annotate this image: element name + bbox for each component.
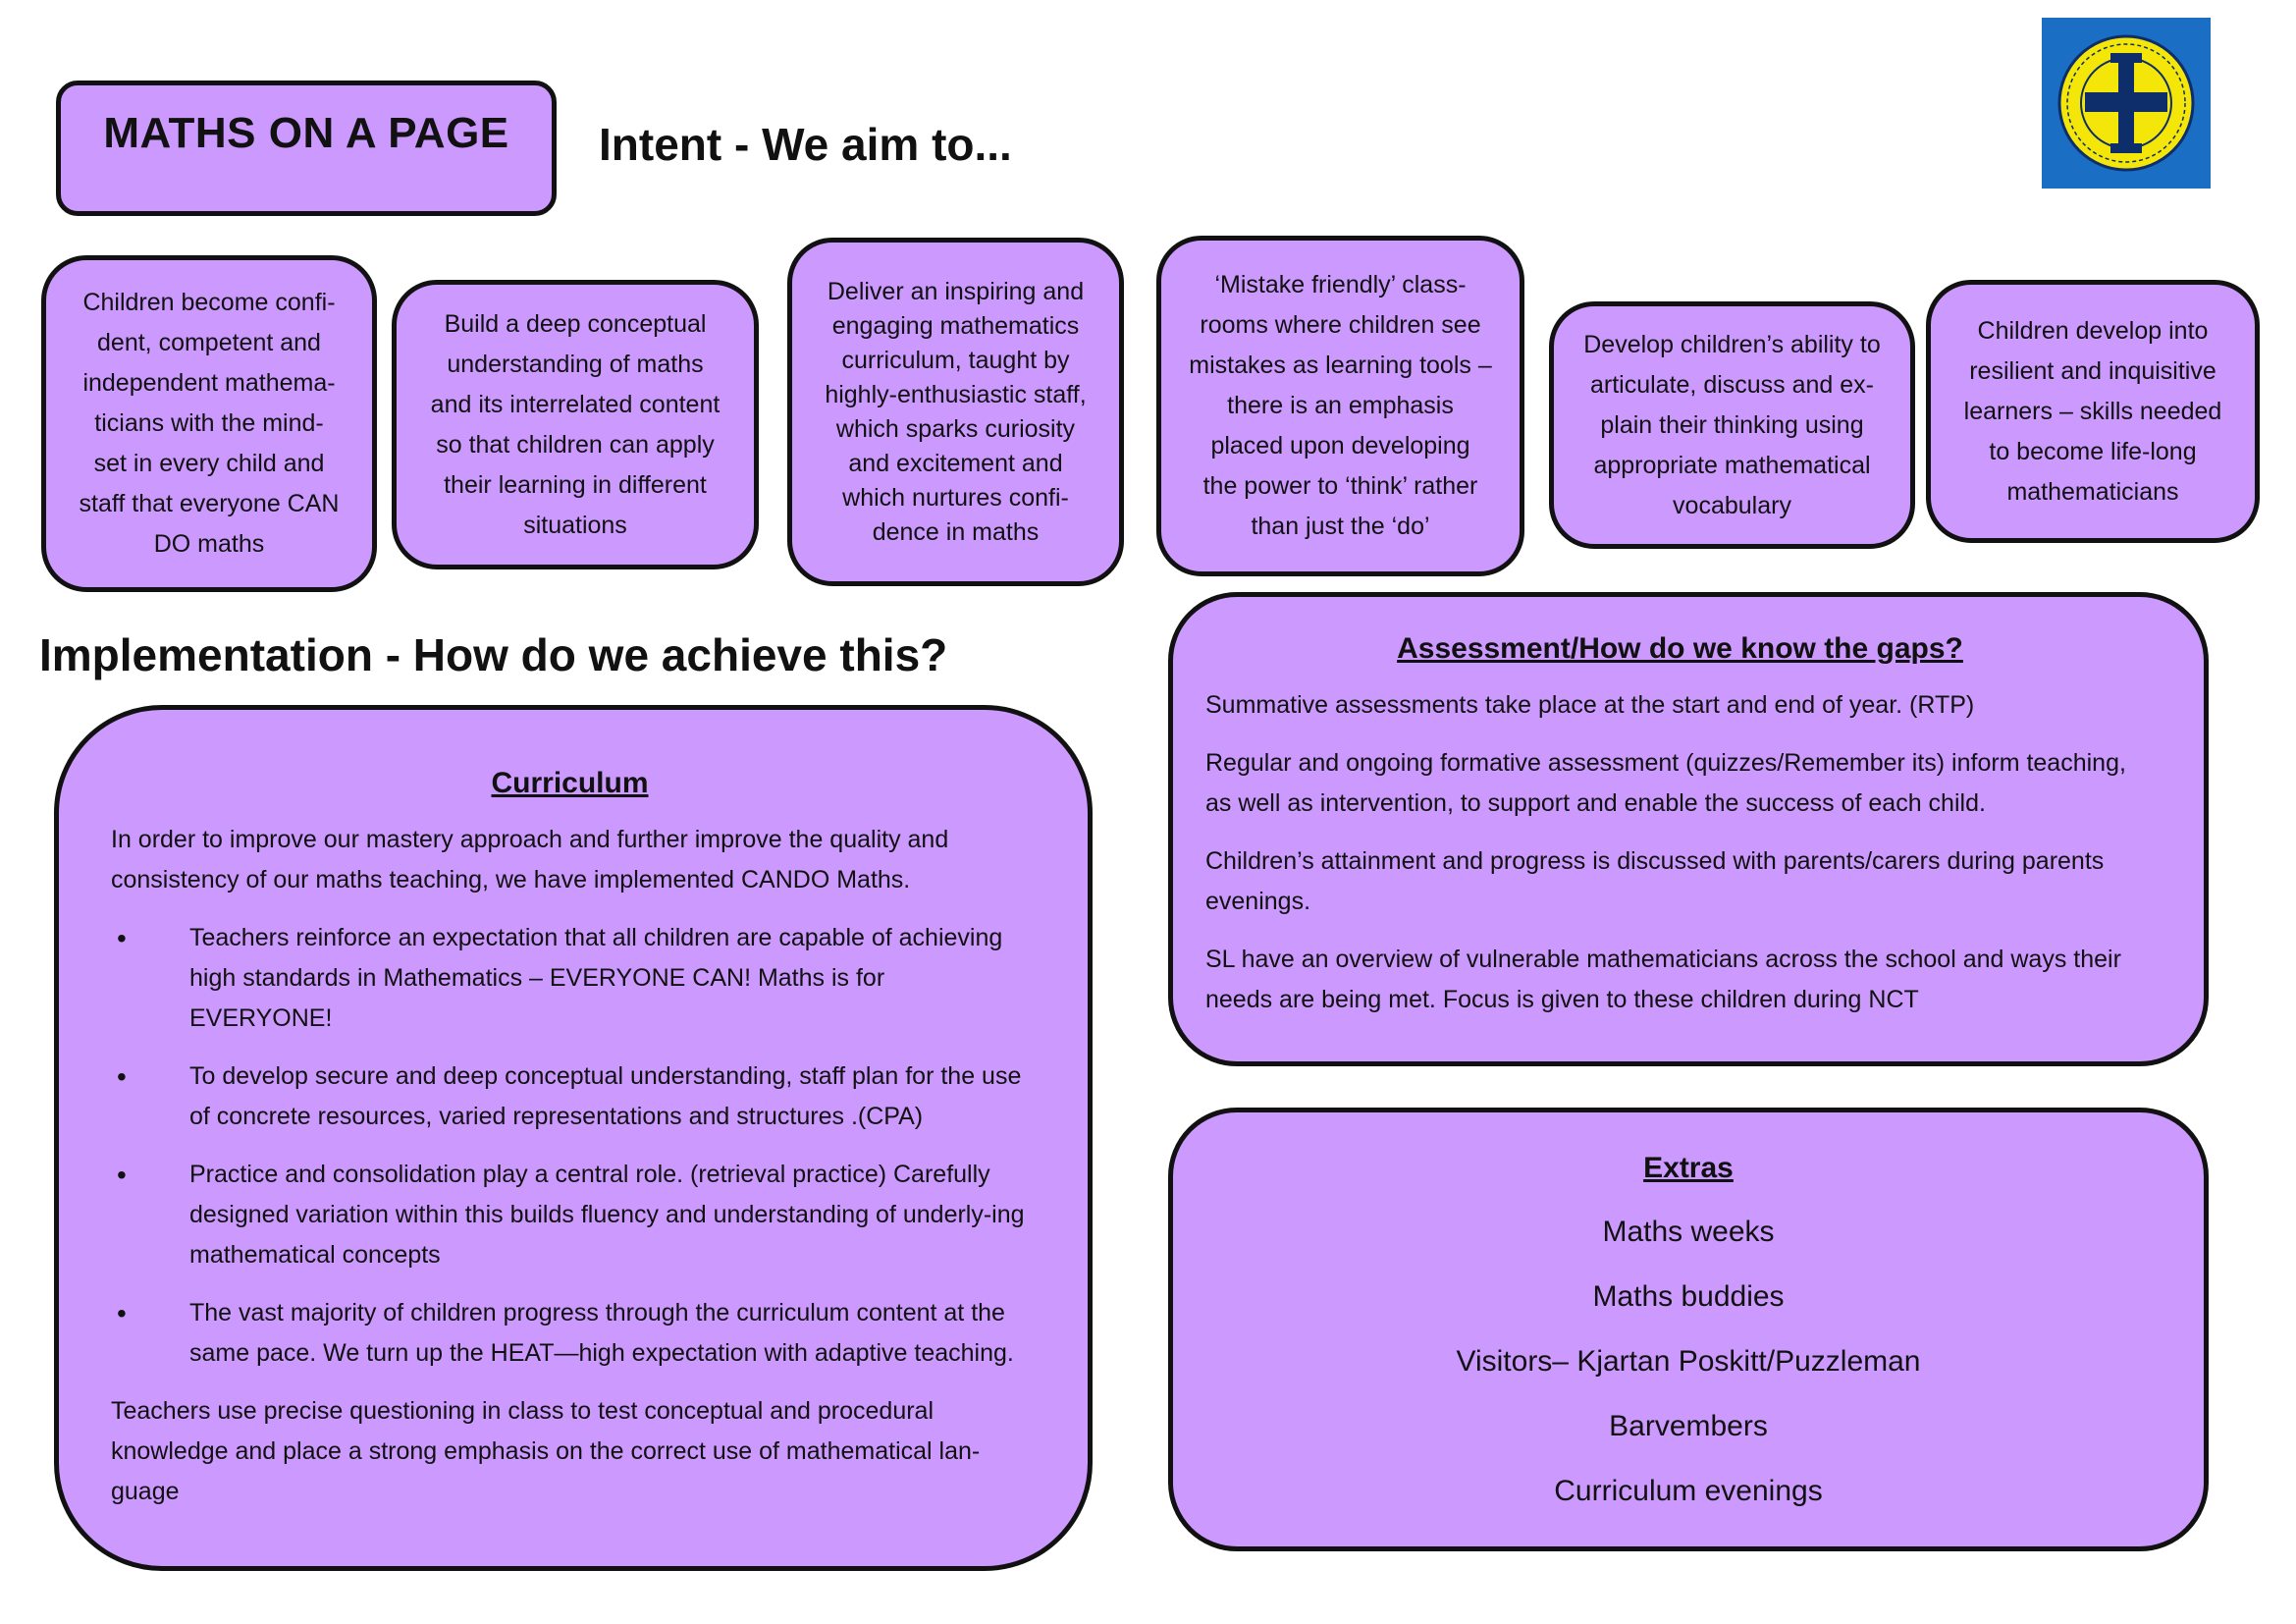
intent-line: so that children can apply bbox=[436, 430, 715, 459]
bullet-icon: • bbox=[117, 1061, 127, 1092]
implementation-heading: Implementation - How do we achieve this? bbox=[39, 629, 948, 680]
assessment-paragraph: Regular and ongoing formative assessment… bbox=[1205, 749, 2126, 817]
intent-line: set in every child and bbox=[93, 450, 325, 477]
intent-line: vocabulary bbox=[1673, 491, 1791, 519]
intent-line: Children become confi- bbox=[82, 289, 336, 316]
intent-line: and excitement and bbox=[848, 449, 1063, 477]
bullet-text: To develop secure and deep conceptual un… bbox=[189, 1062, 1022, 1130]
intent-line: articulate, discuss and ex- bbox=[1589, 370, 1875, 399]
extras-item: Visitors– Kjartan Poskitt/Puzzleman bbox=[1456, 1345, 1921, 1378]
intent-line: engaging mathematics bbox=[831, 311, 1080, 340]
intent-line: Build a deep conceptual bbox=[444, 309, 707, 338]
intent-box-mistake-friendly: ‘Mistake friendly’ class- rooms where ch… bbox=[1156, 236, 1524, 576]
intent-line: than just the ‘do’ bbox=[1251, 513, 1430, 540]
intent-line: curriculum, taught by bbox=[841, 346, 1070, 374]
intent-line: mathematicians bbox=[2006, 477, 2179, 506]
intent-line: dence in maths bbox=[872, 517, 1040, 546]
extras-title: Extras bbox=[1643, 1152, 1734, 1184]
curriculum-intro: In order to improve our mastery approach… bbox=[111, 826, 949, 893]
intent-line: ticians with the mind- bbox=[94, 409, 324, 437]
extras-item: Curriculum evenings bbox=[1554, 1475, 1823, 1507]
intent-line: Deliver an inspiring and bbox=[827, 277, 1085, 305]
intent-box-resilient: Children develop into resilient and inqu… bbox=[1926, 280, 2260, 543]
intent-box-articulate: Develop children’s ability to articulate… bbox=[1549, 301, 1915, 549]
intent-line: dent, competent and bbox=[97, 329, 321, 356]
intent-line: rooms where children see bbox=[1200, 311, 1481, 339]
crest-icon bbox=[2057, 34, 2195, 172]
assessment-panel: Assessment/How do we know the gaps? Summ… bbox=[1168, 592, 2209, 1066]
intent-heading: Intent - We aim to... bbox=[599, 119, 1012, 170]
title-box: MATHS ON A PAGE bbox=[56, 81, 557, 216]
intent-line: there is an emphasis bbox=[1227, 392, 1454, 419]
extras-panel: Extras Maths weeks Maths buddies Visitor… bbox=[1168, 1108, 2209, 1551]
list-item: • Practice and consolidation play a centr… bbox=[111, 1155, 1029, 1275]
bullet-text: Teachers reinforce an expectation that a… bbox=[189, 924, 1003, 1032]
intent-box-conceptual: Build a deep conceptual understanding of… bbox=[392, 280, 759, 569]
intent-line: and its interrelated content bbox=[430, 390, 721, 418]
intent-line: Develop children’s ability to bbox=[1583, 330, 1881, 358]
intent-box-confidence: Children become confi- dent, competent a… bbox=[41, 255, 377, 592]
intent-line: understanding of maths bbox=[447, 350, 704, 378]
list-item: • To develop secure and deep conceptual u… bbox=[111, 1056, 1029, 1137]
intent-line: their learning in different bbox=[444, 470, 707, 499]
intent-box-curriculum: Deliver an inspiring and engaging mathem… bbox=[787, 238, 1124, 586]
curriculum-bullets: • Teachers reinforce an expectation that … bbox=[111, 918, 1029, 1374]
curriculum-title: Curriculum bbox=[491, 767, 649, 799]
intent-line: appropriate mathematical bbox=[1593, 451, 1871, 479]
bullet-icon: • bbox=[117, 1298, 127, 1328]
list-item: • Teachers reinforce an expectation that … bbox=[111, 918, 1029, 1039]
intent-line: mistakes as learning tools – bbox=[1189, 352, 1492, 379]
intent-line: placed upon developing bbox=[1210, 432, 1470, 460]
extras-item: Barvembers bbox=[1609, 1410, 1768, 1442]
curriculum-panel: Curriculum In order to improve our maste… bbox=[54, 705, 1093, 1571]
bullet-icon: • bbox=[117, 1160, 127, 1190]
page-title: MATHS ON A PAGE bbox=[103, 109, 509, 157]
intent-line: DO maths bbox=[153, 530, 265, 558]
intent-line: situations bbox=[523, 511, 627, 539]
curriculum-closing: Teachers use precise questioning in clas… bbox=[111, 1397, 981, 1505]
intent-line: plain their thinking using bbox=[1600, 410, 1864, 439]
intent-line: which nurtures confi- bbox=[842, 483, 1069, 512]
intent-line: the power to ‘think’ rather bbox=[1202, 472, 1478, 500]
school-logo bbox=[2042, 18, 2211, 189]
list-item: • The vast majority of children progress … bbox=[111, 1293, 1029, 1374]
intent-line: to become life-long bbox=[1989, 437, 2197, 465]
intent-line: ‘Mistake friendly’ class- bbox=[1214, 271, 1467, 298]
intent-line: resilient and inquisitive bbox=[1969, 356, 2216, 385]
assessment-paragraph: SL have an overview of vulnerable mathem… bbox=[1205, 946, 2121, 1013]
bullet-text: The vast majority of children progress t… bbox=[189, 1299, 1014, 1367]
extras-item: Maths weeks bbox=[1602, 1216, 1775, 1248]
intent-line: which sparks curiosity bbox=[835, 414, 1076, 443]
assessment-paragraph: Summative assessments take place at the … bbox=[1205, 691, 1975, 719]
assessment-paragraph: Children’s attainment and progress is di… bbox=[1205, 847, 2105, 915]
intent-line: Children develop into bbox=[1977, 316, 2209, 345]
intent-line: staff that everyone CAN bbox=[79, 490, 340, 517]
bullet-text: Practice and consolidation play a centra… bbox=[189, 1161, 1025, 1269]
extras-item: Maths buddies bbox=[1592, 1280, 1785, 1313]
bullet-icon: • bbox=[117, 923, 127, 953]
intent-line: independent mathema- bbox=[82, 369, 336, 397]
intent-line: learners – skills needed bbox=[1963, 397, 2222, 425]
assessment-title: Assessment/How do we know the gaps? bbox=[1397, 632, 1963, 665]
intent-line: highly-enthusiastic staff, bbox=[825, 380, 1087, 408]
